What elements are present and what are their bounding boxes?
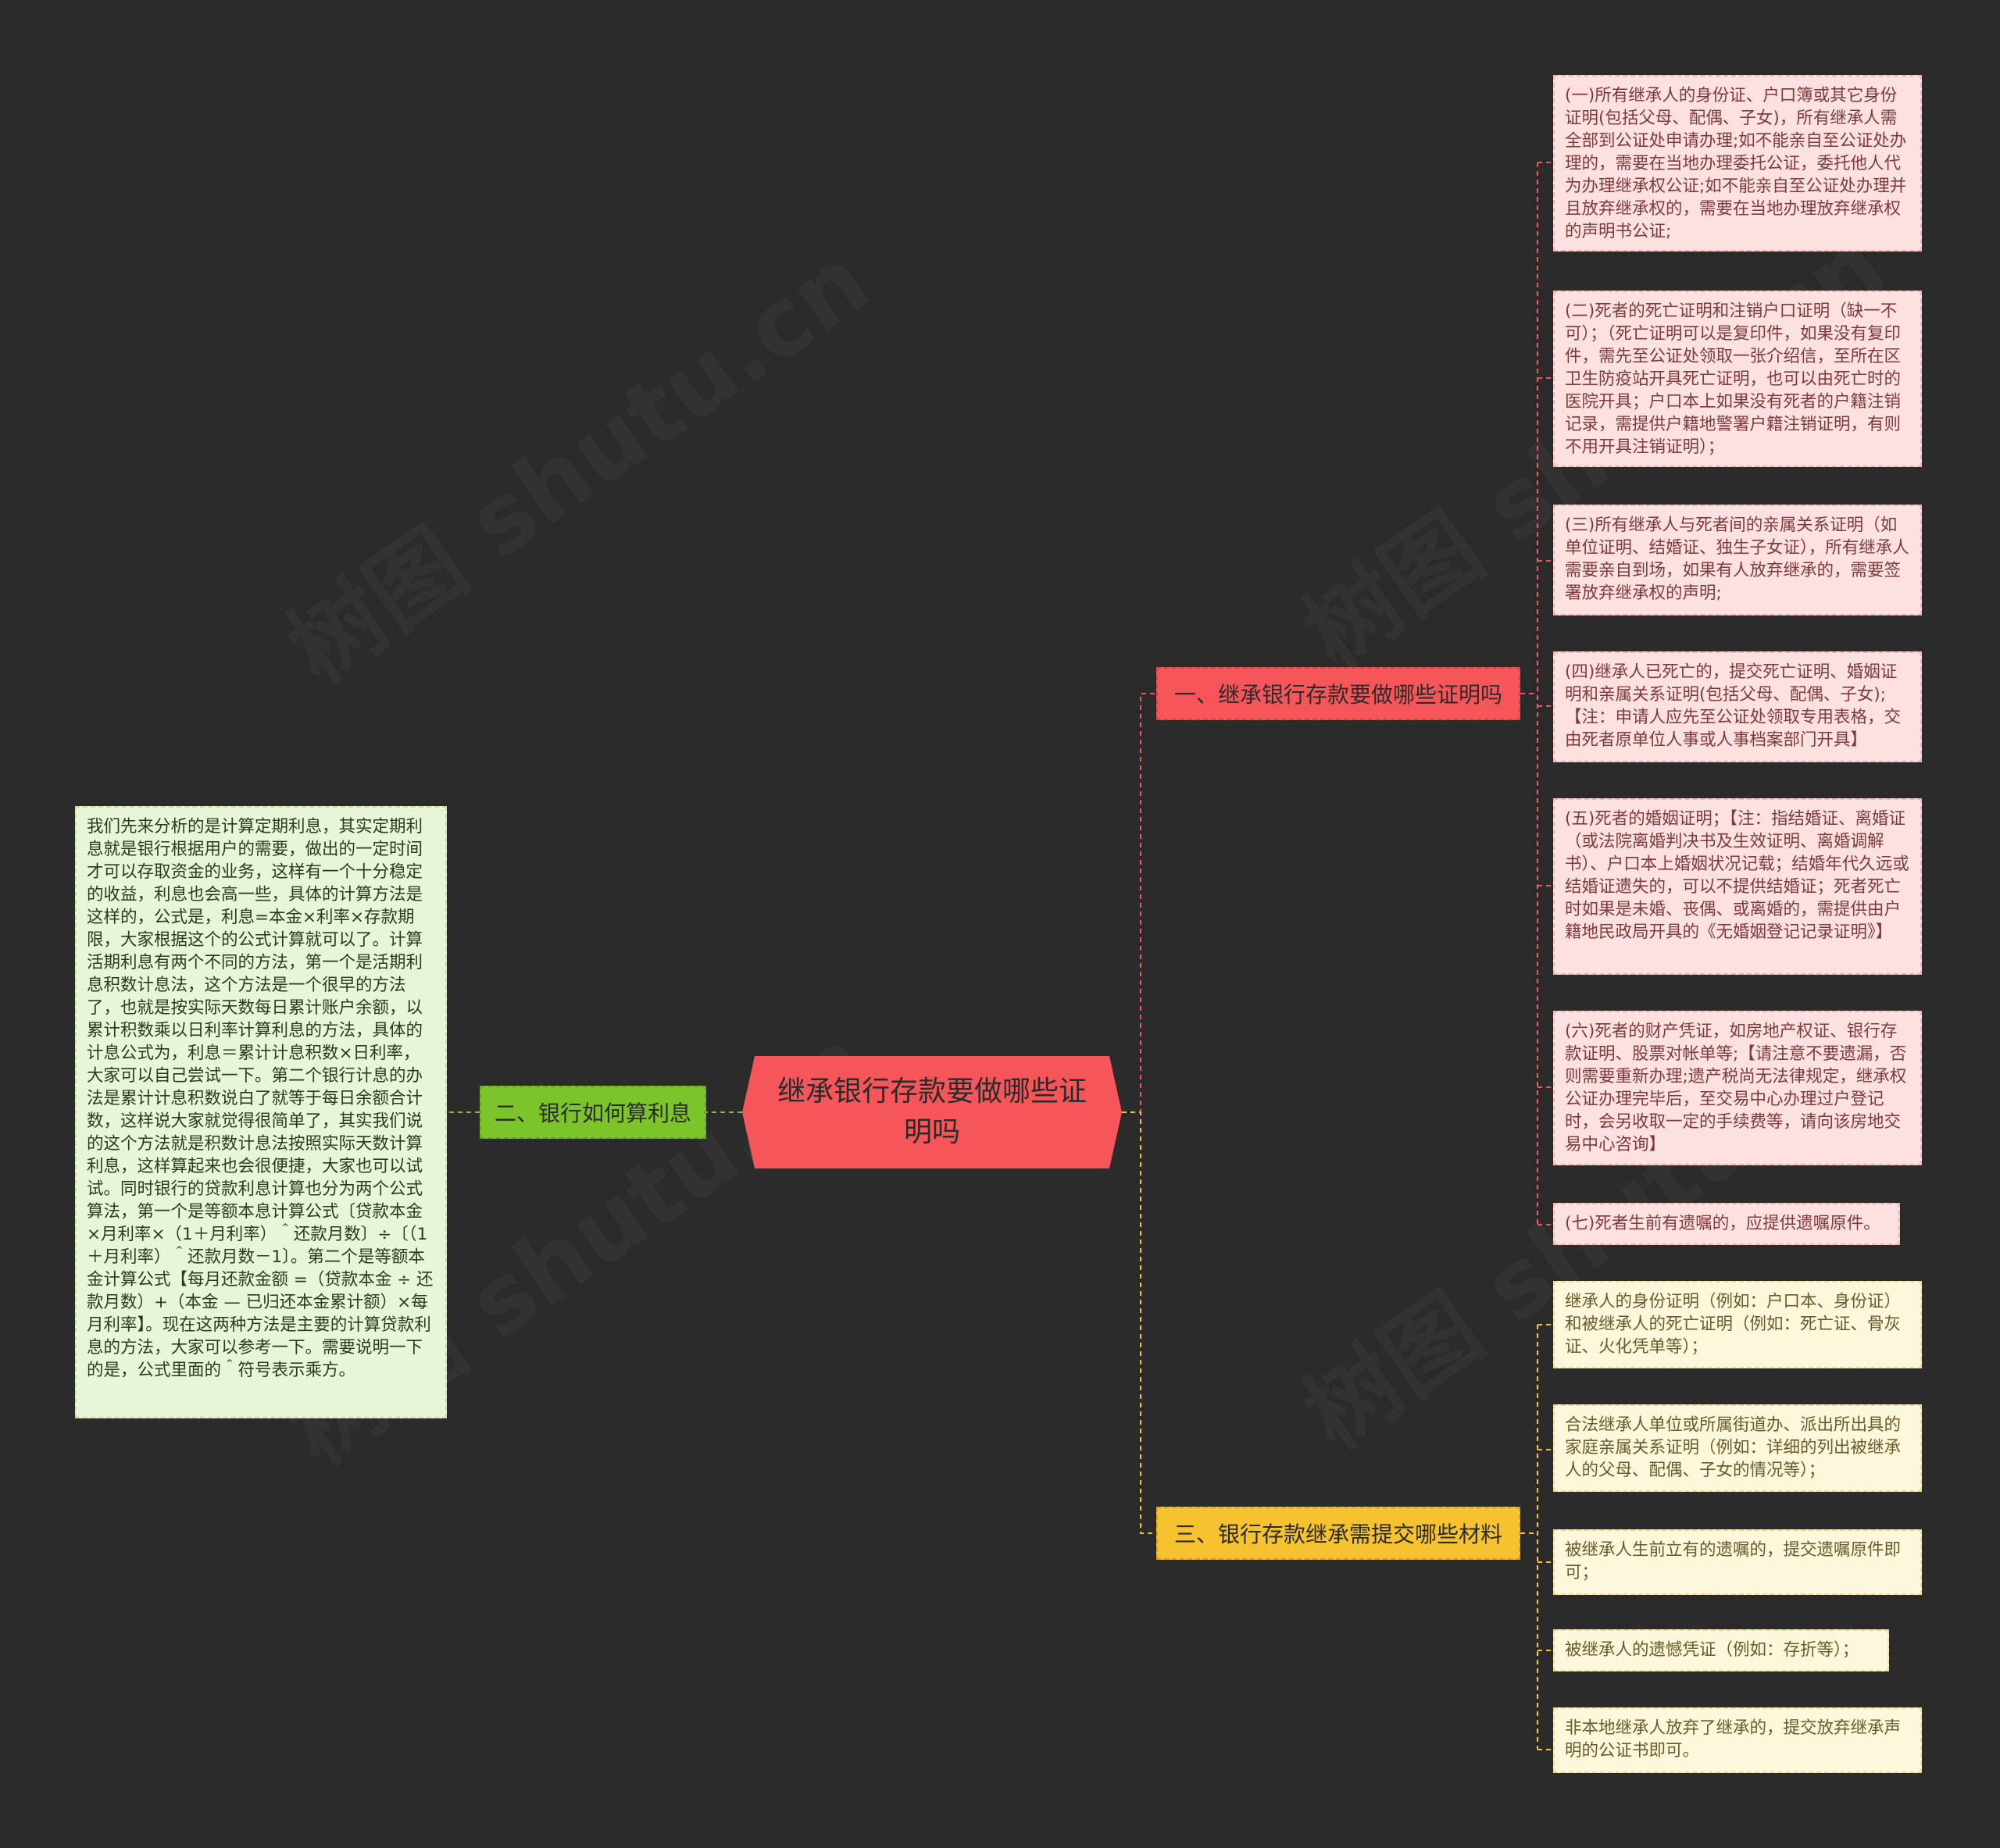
leaf-certificate-4[interactable]: (四)继承人已死亡的，提交死亡证明、婚姻证明和亲属关系证明(包括父母、配偶、子女…: [1553, 651, 1922, 762]
branch-materials[interactable]: 三、银行存款继承需提交哪些材料: [1156, 1507, 1520, 1560]
leaf-material-3[interactable]: 被继承人生前立有的遗嘱的，提交遗嘱原件即可；: [1553, 1529, 1922, 1595]
branch-interest[interactable]: 二、银行如何算利息: [480, 1086, 706, 1139]
leaf-material-5[interactable]: 非本地继承人放弃了继承的，提交放弃继承声明的公证书即可。: [1553, 1707, 1922, 1773]
connector-branch3-leaves: [1520, 1324, 1553, 1750]
leaf-material-2[interactable]: 合法继承人单位或所属街道办、派出所出具的家庭亲属关系证明（例如：详细的列出被继承…: [1553, 1404, 1922, 1492]
leaf-certificate-1[interactable]: (一)所有继承人的身份证、户口簿或其它身份证明(包括父母、配偶、子女)，所有继承…: [1553, 75, 1922, 252]
leaf-material-4[interactable]: 被继承人的遗憾凭证（例如：存折等）；: [1553, 1629, 1889, 1671]
leaf-certificate-5[interactable]: (五)死者的婚姻证明；【注：指结婚证、离婚证（或法院离婚判决书及生效证明、离婚调…: [1553, 798, 1922, 975]
branch-certificates[interactable]: 一、继承银行存款要做哪些证明吗: [1156, 667, 1520, 720]
root-node[interactable]: 继承银行存款要做哪些证明吗: [742, 1056, 1122, 1168]
leaf-interest-calculation[interactable]: 我们先来分析的是计算定期利息，其实定期利息就是银行根据用户的需要，做出的一定时间…: [75, 806, 447, 1418]
leaf-certificate-2[interactable]: (二)死者的死亡证明和注销户口证明（缺一不可）；（死亡证明可以是复印件，如果没有…: [1553, 291, 1922, 467]
connector-root-branch3: [1122, 1111, 1156, 1534]
leaf-certificate-7[interactable]: (七)死者生前有遗嘱的，应提供遗嘱原件。: [1553, 1203, 1900, 1245]
connector-root-branch1: [1122, 693, 1156, 1113]
leaf-certificate-3[interactable]: (三)所有继承人与死者间的亲属关系证明（如单位证明、结婚证、独生子女证），所有继…: [1553, 505, 1922, 615]
connector-branch1-leaves: [1520, 162, 1553, 1225]
leaf-certificate-6[interactable]: (六)死者的财产凭证，如房地产权证、银行存款证明、股票对帐单等;【请注意不要遗漏…: [1553, 1011, 1922, 1165]
leaf-material-1[interactable]: 继承人的身份证明（例如：户口本、身份证）和被继承人的死亡证明（例如：死亡证、骨灰…: [1553, 1281, 1922, 1368]
